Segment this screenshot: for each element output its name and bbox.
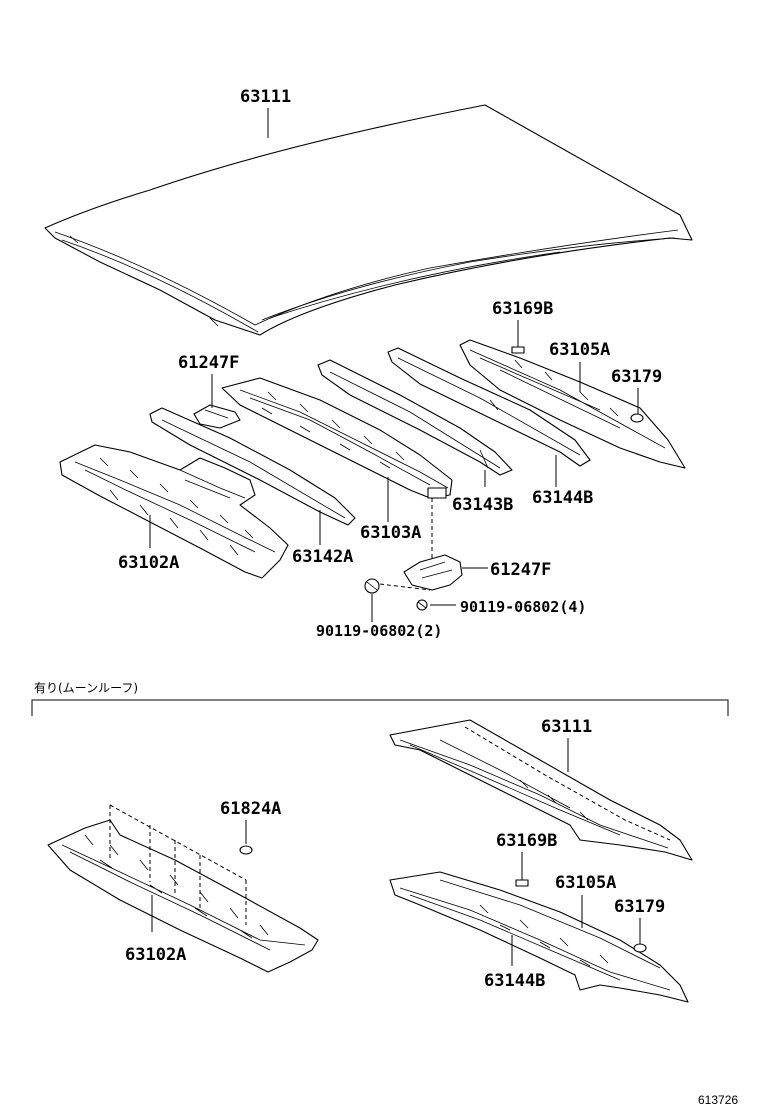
- mr-bow-144b-label: 63144B: [484, 971, 545, 991]
- mr-retainer-clip-label: 63179: [614, 897, 665, 917]
- bow-144b-label: 63144B: [532, 488, 593, 508]
- mr-rear-rail-part: [389, 871, 689, 1003]
- mr-front-rail-label: 63102A: [125, 945, 186, 965]
- retainer-clip-label: 63179: [611, 367, 662, 387]
- rear-rail-part: [459, 339, 686, 469]
- moonroof-bracket-line: [31, 699, 729, 716]
- bolt-left-label: 90119-06802(2): [316, 622, 442, 640]
- bow-142a-part: [149, 407, 356, 526]
- mr-rear-rail-label: 63105A: [555, 873, 616, 893]
- mr-drip-retainer-label: 63169B: [496, 831, 557, 851]
- bolt-right-part: [416, 599, 428, 611]
- bow-142a-label: 63142A: [292, 547, 353, 567]
- drip-retainer-clip: [511, 346, 525, 354]
- roof-panel-part: [44, 104, 693, 336]
- bolt-left-part: [364, 578, 380, 594]
- mr-roof-panel-label: 63111: [541, 717, 592, 737]
- retainer-clip-part: [630, 413, 644, 423]
- bow-103a-part: [221, 377, 453, 499]
- bow-143b-label: 63143B: [452, 495, 513, 515]
- mr-retainer-clip-part: [633, 943, 647, 953]
- bow-144b-part: [387, 347, 591, 467]
- moonroof-heading: 有り(ムーンルーフ): [34, 681, 138, 695]
- rear-drip-retainer-label: 63169B: [492, 299, 553, 319]
- mr-dashed-outline: [109, 804, 247, 925]
- bracket-right-label: 61247F: [490, 560, 551, 580]
- mr-seal-label: 61824A: [220, 799, 281, 819]
- roof-panel-label: 63111: [240, 87, 291, 107]
- mr-seal-part: [239, 845, 253, 855]
- bolt-right-label: 90119-06802(4): [460, 598, 586, 616]
- front-rail-label: 63102A: [118, 553, 179, 573]
- mr-front-rail-part: [47, 819, 319, 973]
- figure-number: 613726: [698, 1093, 738, 1107]
- bracket-front-label: 61247F: [178, 353, 239, 373]
- bolt-dashed-line: [379, 583, 431, 591]
- mr-roof-panel-part: [389, 719, 693, 861]
- bow-143b-part: [317, 359, 513, 476]
- bow-103a-label: 63103A: [360, 523, 421, 543]
- bracket-front-part: [193, 404, 241, 429]
- mr-drip-retainer-clip: [515, 879, 529, 887]
- bracket-right-part: [403, 554, 463, 591]
- rear-rail-label: 63105A: [549, 340, 610, 360]
